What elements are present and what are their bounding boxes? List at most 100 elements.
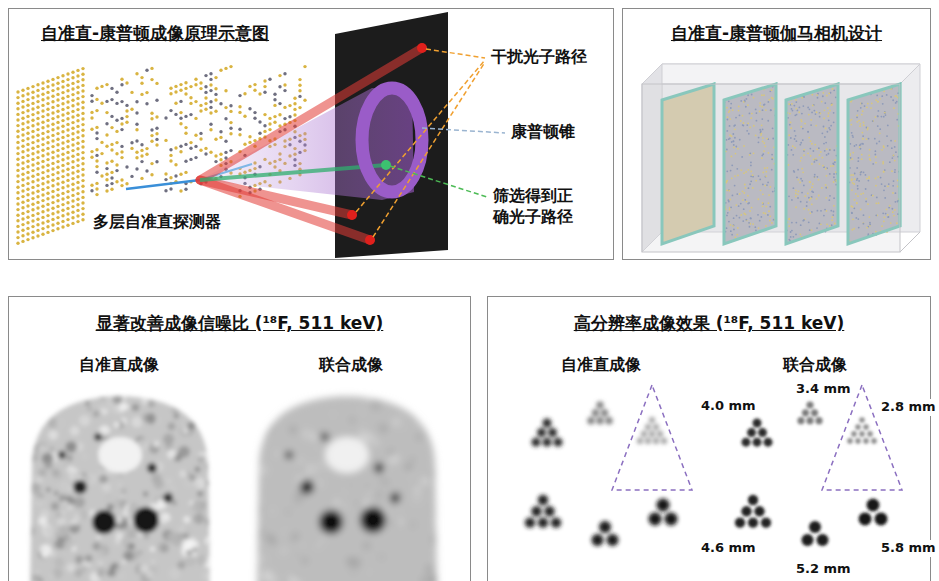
detector-crystal xyxy=(46,147,49,150)
detector-crystal xyxy=(46,136,49,139)
detector-crystal xyxy=(51,95,54,98)
image-noise xyxy=(428,411,433,416)
detector-crystal xyxy=(95,159,98,162)
detector-crystal xyxy=(253,89,256,92)
detector-crystal xyxy=(61,80,64,83)
detector-crystal xyxy=(150,173,153,176)
image-noise xyxy=(74,496,86,508)
detector-crystal xyxy=(66,123,69,126)
detector-crystal xyxy=(46,225,49,228)
detector-crystal xyxy=(61,192,64,195)
detector-crystal xyxy=(46,164,49,167)
detector-crystal xyxy=(36,111,39,114)
detector-crystal xyxy=(31,169,34,172)
image-noise xyxy=(201,417,212,428)
detector-crystal xyxy=(81,196,84,199)
image-noise xyxy=(360,426,365,431)
image-noise xyxy=(54,558,64,568)
detector-crystal xyxy=(224,67,227,70)
leader-line xyxy=(390,166,487,197)
detector-crystal xyxy=(229,110,232,113)
detector-crystal xyxy=(194,78,197,81)
image-noise xyxy=(67,563,76,572)
detector-crystal xyxy=(155,127,158,130)
detector-crystal xyxy=(120,150,123,153)
image-noise xyxy=(197,409,208,420)
detector-crystal xyxy=(46,80,49,83)
detector-crystal xyxy=(179,83,182,86)
detector-crystal xyxy=(243,115,246,118)
detector-crystal xyxy=(110,143,113,146)
image-noise xyxy=(66,441,77,452)
detector-crystal xyxy=(219,69,222,72)
detector-crystal xyxy=(51,89,54,92)
detector-crystal xyxy=(61,130,64,133)
detector-crystal xyxy=(248,107,251,110)
detector-crystal xyxy=(253,83,256,86)
detector-crystal xyxy=(36,167,39,170)
detector-crystal xyxy=(26,221,29,224)
correct-beam xyxy=(200,165,386,180)
detector-crystal xyxy=(184,143,187,146)
detector-crystal xyxy=(41,132,44,135)
image-noise xyxy=(154,393,161,400)
image-noise xyxy=(38,516,47,525)
detector-crystal xyxy=(51,111,54,114)
image-noise xyxy=(48,430,58,440)
detector-crystal xyxy=(61,97,64,100)
detector-crystal xyxy=(61,214,64,217)
detector-crystal xyxy=(46,152,49,155)
detector-crystal xyxy=(130,175,133,178)
detector-crystal xyxy=(41,193,44,196)
detector-crystal xyxy=(56,98,59,101)
detector-crystal xyxy=(283,117,286,120)
detector-crystal xyxy=(204,108,207,111)
camera-housing xyxy=(642,84,900,252)
image-noise xyxy=(54,491,58,495)
image-noise xyxy=(315,460,327,472)
detector-crystal xyxy=(31,113,34,116)
image-noise xyxy=(79,415,90,426)
image-noise xyxy=(74,514,81,521)
detector-crystal xyxy=(31,186,34,189)
detector-crystal xyxy=(81,218,84,221)
detector-crystal xyxy=(76,69,79,72)
detector-crystal xyxy=(81,185,84,188)
detector-crystal xyxy=(273,115,276,118)
image-noise xyxy=(207,422,211,426)
detector-crystal xyxy=(61,181,64,184)
detector-crystal xyxy=(31,191,34,194)
image-noise xyxy=(44,461,53,470)
detector-crystal xyxy=(90,184,93,187)
image-noise xyxy=(370,399,382,411)
detector-crystal xyxy=(56,188,59,191)
detector-crystal xyxy=(71,222,74,225)
detector-crystal xyxy=(61,125,64,128)
detector-crystal xyxy=(238,133,241,136)
detector-crystal xyxy=(46,192,49,195)
image-noise xyxy=(180,446,190,456)
detector-crystal xyxy=(140,154,143,157)
detector-crystal xyxy=(169,87,172,90)
detector-crystal xyxy=(184,188,187,191)
detector-crystal xyxy=(41,199,44,202)
detector-crystal xyxy=(81,190,84,193)
image-noise xyxy=(67,455,73,461)
detector-crystal xyxy=(66,162,69,165)
compton-ring xyxy=(362,88,422,192)
image-noise xyxy=(197,491,203,497)
image-noise xyxy=(203,412,212,421)
detector-crystal xyxy=(41,121,44,124)
detector-crystal xyxy=(66,151,69,154)
image-noise xyxy=(92,389,100,397)
detector-crystal xyxy=(21,133,24,136)
image-noise xyxy=(174,414,179,419)
detector-crystal xyxy=(51,207,54,210)
detector-crystal xyxy=(278,85,281,88)
detector-crystal xyxy=(115,163,118,166)
phantom-image xyxy=(247,390,447,581)
detector-crystal xyxy=(243,92,246,95)
detector-crystal xyxy=(41,165,44,168)
detector-crystal xyxy=(66,179,69,182)
detector-crystal xyxy=(135,156,138,159)
